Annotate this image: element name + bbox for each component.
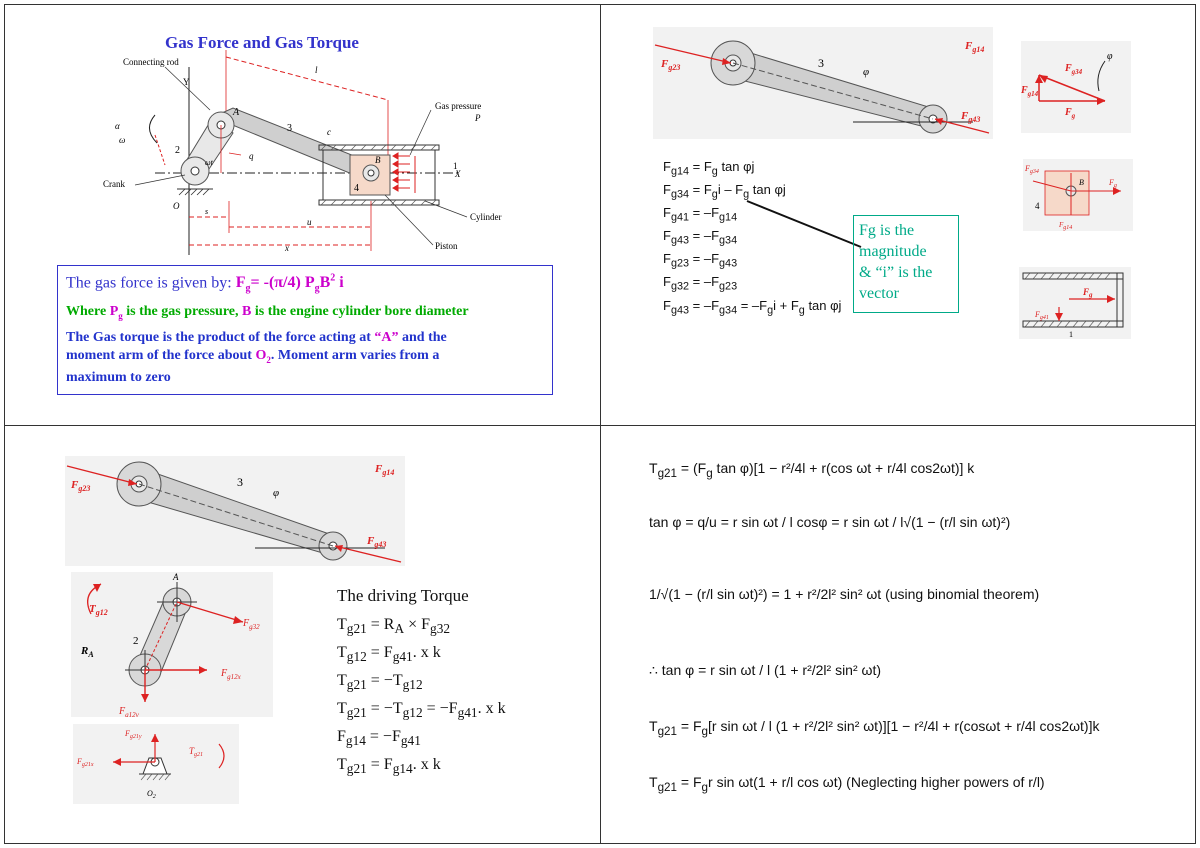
b-label: B [1079, 178, 1084, 187]
phi-label: φ [863, 66, 869, 78]
force-eq-4: Fg43 = –Fg34 [663, 228, 738, 247]
derivation-eq-3: 1/√(1 − (r/l sin ωt)²) = 1 + r²/2l² sin²… [649, 586, 1040, 602]
u-dim-label: u [307, 217, 312, 227]
y-axis-label: Y [183, 77, 190, 87]
fg-symbol: F [235, 274, 246, 292]
q-label: q [249, 151, 254, 161]
o2-label: O2 [147, 789, 156, 800]
slide-title: Gas Force and Gas Torque [165, 33, 359, 52]
derivation-eq-5: Tg21 = Fg[r sin ωt / l (1 + r²/2l² sin² … [649, 718, 1100, 738]
c-label: c [327, 127, 331, 137]
gas-force-intro: The gas force is given by: [66, 274, 236, 292]
link-4-label: 4 [354, 183, 359, 194]
cylinder-fbd-diagram: Fg Fg41 1 [1019, 267, 1131, 339]
link-3-label: 3 [818, 56, 824, 70]
force-eq-2: Fg34 = Fgi – Fg tan φj [663, 182, 786, 201]
phi-label: φ [1107, 51, 1113, 62]
piston-label: Piston [435, 241, 458, 251]
ground-1-label: 1 [453, 161, 458, 171]
point-a-label: A [232, 107, 240, 118]
torque-eq-3: Tg21 = −Tg12 [337, 672, 423, 693]
omega-label: ω [119, 135, 125, 145]
slide-driving-torque: 3 φ Fg23 Fg14 Fg43 A 2 Tg12 RA Fg32 Fg12… [4, 425, 601, 844]
slide-gas-force: Gas Force and Gas Torque [4, 4, 601, 426]
fg21y-label: Fg21y [124, 729, 142, 740]
torque-text: The Gas torque is the product of the for… [66, 330, 447, 386]
magnitude-note-box: Fg is the magnitude & “i” is the vector [853, 215, 959, 313]
piston-fbd-diagram: Fg34 Fg B 4 Fg14 [1023, 159, 1133, 231]
derivation-eq-2: tan φ = q/u = r sin ωt / l cosφ = r sin … [649, 514, 1011, 530]
fg12y-label: Fg12y [118, 706, 140, 717]
a-label: A [172, 572, 179, 582]
l-dim-label: l [315, 65, 318, 75]
slide-torque-derivation: Tg21 = (Fg tan φ)[1 − r²/4l + r(cos ωt +… [600, 425, 1196, 844]
note-pointer-line [746, 200, 862, 248]
link-2-label: 2 [175, 145, 180, 156]
torque-eq-6: Tg21 = Fg14. x k [337, 756, 441, 777]
slider-crank-diagram: Connecting rod Y A l 3 c Gas pressure P … [103, 50, 502, 255]
force-eq-7: Fg43 = –Fg34 = –Fgi + Fg tan φj [663, 298, 842, 317]
fg21x-label: Fg21x [76, 757, 94, 768]
where-line: Where Pg is the gas pressure, B is the e… [66, 303, 469, 321]
ground-1-label: 1 [1069, 330, 1073, 339]
s-dim-label: s [205, 207, 208, 216]
torque-eq-2: Tg12 = Fg41. x k [337, 644, 441, 665]
fg-label: Fg [1082, 287, 1093, 299]
alpha-label: α [115, 121, 120, 131]
force-eq-6: Fg32 = –Fg23 [663, 274, 738, 293]
x-dim-label: x [284, 243, 289, 253]
force-eq-5: Fg23 = –Fg43 [663, 251, 738, 270]
fg34-small-label: Fg34 [1024, 164, 1039, 175]
phi-label: φ [273, 487, 279, 499]
fg-small-label: Fg [1108, 178, 1117, 189]
pg-label: P [474, 113, 481, 123]
derivation-eq-6: Tg21 = Fgr sin ωt(1 + r/l cos ωt) (Negle… [649, 774, 1045, 794]
torque-eq-4: Tg21 = −Tg12 = −Fg41. x k [337, 700, 506, 721]
force-eq-3: Fg41 = –Fg14 [663, 205, 738, 224]
crank-fbd-diagram: A 2 Tg12 RA Fg32 Fg12x Fg12y [71, 572, 273, 717]
torque-eq-1: Tg21 = RA × Fg32 [337, 616, 451, 637]
ground-fbd-diagram: Fg21y Fg21x Tg21 O2 [73, 724, 239, 804]
rod-force-diagram: 3 φ Fg23 Fg14 Fg43 [653, 27, 993, 139]
link-3-label: 3 [237, 475, 243, 489]
link-3-label: 3 [287, 123, 292, 134]
point-b-label: B [375, 155, 381, 165]
driving-torque-heading: The driving Torque [337, 586, 469, 605]
gas-force-box: The gas force is given by: Fg= -(π/4) Pg… [57, 265, 553, 395]
torque-eq-5: Fg14 = −Fg41 [337, 728, 421, 749]
derivation-eq-4: ∴ tan φ = r sin ωt / l (1 + r²/2l² sin² … [649, 662, 882, 678]
crank-label: Crank [103, 179, 125, 189]
fg41-label: Fg41 [1034, 310, 1049, 321]
omega-t-label: ωt [205, 158, 214, 167]
force-eq-1: Fg14 = Fg tan φj [663, 159, 755, 178]
cylinder-label: Cylinder [470, 212, 502, 222]
o2-label: O [173, 201, 180, 211]
fg-label: Fg [1064, 107, 1076, 120]
derivation-eq-1: Tg21 = (Fg tan φ)[1 − r²/4l + r(cos ωt +… [649, 460, 975, 480]
force-triangle-diagram: φ Fg34 Fg14 Fg [1021, 41, 1131, 133]
x-axis-label: X [454, 169, 461, 179]
fg14-small-label: Fg14 [1058, 221, 1072, 231]
slide-force-components: 3 φ Fg23 Fg14 Fg43 φ Fg34 Fg14 Fg Fg34 F… [600, 4, 1196, 426]
rod-force-diagram: 3 φ Fg23 Fg14 Fg43 [65, 456, 405, 566]
gas-pressure-label: Gas pressure [435, 101, 481, 111]
link-2-label: 2 [133, 635, 139, 647]
link-4-label: 4 [1035, 201, 1040, 211]
connecting-rod-label: Connecting rod [123, 57, 179, 67]
